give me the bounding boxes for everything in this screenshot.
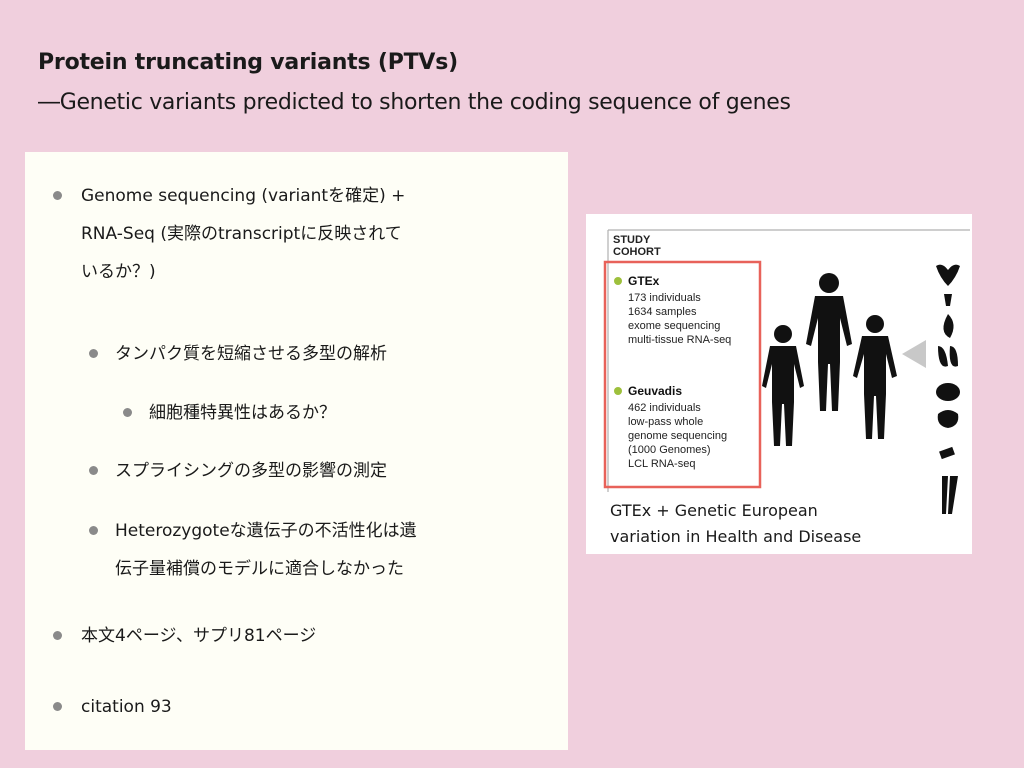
bullet-text-line: いるか？) — [81, 262, 156, 282]
bullet-item-genome-sequencing: Genome sequencing (variantを確定) + RNA-Seq… — [53, 177, 406, 291]
bullet-text-line: タンパク質を短縮させる多型の解析 — [115, 344, 387, 364]
cohort-dot — [614, 387, 622, 395]
bullet-panel: Genome sequencing (variantを確定) + RNA-Seq… — [25, 152, 568, 750]
bullet-text-line: 細胞種特異性はあるか？ — [149, 403, 336, 423]
cohort-highlight-box — [603, 260, 762, 489]
bullet-text-line: 本文4ページ、サプリ81ページ — [81, 626, 317, 646]
study-cohort-illustration: STUDY COHORT GTEx 173 individuals 1634 s… — [603, 229, 970, 514]
cohort-heading: COHORT — [613, 246, 661, 258]
bullet-item-splicing: スプライシングの多型の影響の測定 — [89, 452, 387, 490]
cohort-detail: low-pass whole — [628, 416, 703, 428]
cohort-detail: 1634 samples — [628, 306, 697, 318]
cohort-name-geuvadis: Geuvadis — [628, 384, 682, 398]
skin-icon — [939, 446, 955, 460]
cohort-detail: genome sequencing — [628, 430, 727, 442]
bullet-dot — [53, 191, 62, 200]
bullet-item-ptv-analysis: タンパク質を短縮させる多型の解析 — [89, 335, 387, 373]
bullet-dot — [89, 349, 98, 358]
stomach-icon — [937, 410, 959, 428]
human-silhouette-icon — [853, 315, 897, 439]
bullet-item-citation: citation 93 — [53, 688, 172, 726]
bullet-item-cell-type-specificity: 細胞種特異性はあるか？ — [123, 394, 336, 432]
brain-icon — [936, 264, 960, 286]
bullet-text-line: Genome sequencing (variantを確定) + — [81, 186, 406, 206]
figure-caption: GTEx + Genetic European variation in Hea… — [610, 498, 861, 550]
slide-subtitle: ―Genetic variants predicted to shorten t… — [38, 90, 791, 115]
liver-icon — [936, 383, 960, 401]
bullet-item-pages: 本文4ページ、サプリ81ページ — [53, 617, 317, 655]
bullet-text-line: citation 93 — [81, 697, 172, 717]
cohort-detail: 462 individuals — [628, 402, 701, 414]
bullet-dot — [53, 702, 62, 711]
bullet-dot — [53, 631, 62, 640]
slide-title: Protein truncating variants (PTVs) — [38, 50, 459, 75]
cohort-detail: LCL RNA-seq — [628, 458, 695, 470]
cohort-detail: multi-tissue RNA-seq — [628, 334, 731, 346]
human-silhouette-icon — [806, 273, 852, 411]
cohort-detail: (1000 Genomes) — [628, 444, 711, 456]
arrow-icon — [902, 340, 926, 368]
lung-icon — [938, 346, 958, 367]
bullet-text-line: 伝子量補償のモデルに適合しなかった — [115, 559, 404, 579]
study-cohort-figure: STUDY COHORT GTEx 173 individuals 1634 s… — [586, 214, 972, 554]
heart-icon — [943, 314, 954, 338]
cohort-detail: 173 individuals — [628, 292, 701, 304]
thyroid-icon — [944, 294, 952, 306]
human-silhouette-icon — [762, 325, 804, 446]
cohort-name-gtex: GTEx — [628, 274, 660, 288]
figure-caption-line: GTEx + Genetic European — [610, 501, 818, 520]
cohort-heading: STUDY — [613, 234, 651, 246]
bullet-item-heterozygote: Heterozygoteな遺伝子の不活性化は遺 伝子量補償のモデルに適合しなかっ… — [89, 512, 417, 588]
bullet-text-line: スプライシングの多型の影響の測定 — [115, 461, 387, 481]
cohort-dot — [614, 277, 622, 285]
cohort-detail: exome sequencing — [628, 320, 720, 332]
bullet-dot — [123, 408, 132, 417]
nerve-icon — [942, 476, 958, 514]
bullet-dot — [89, 466, 98, 475]
bullet-dot — [89, 526, 98, 535]
figure-caption-line: variation in Health and Disease — [610, 527, 862, 546]
bullet-text-line: Heterozygoteな遺伝子の不活性化は遺 — [115, 521, 417, 541]
bullet-text-line: RNA-Seq (実際のtranscriptに反映されて — [81, 224, 402, 244]
